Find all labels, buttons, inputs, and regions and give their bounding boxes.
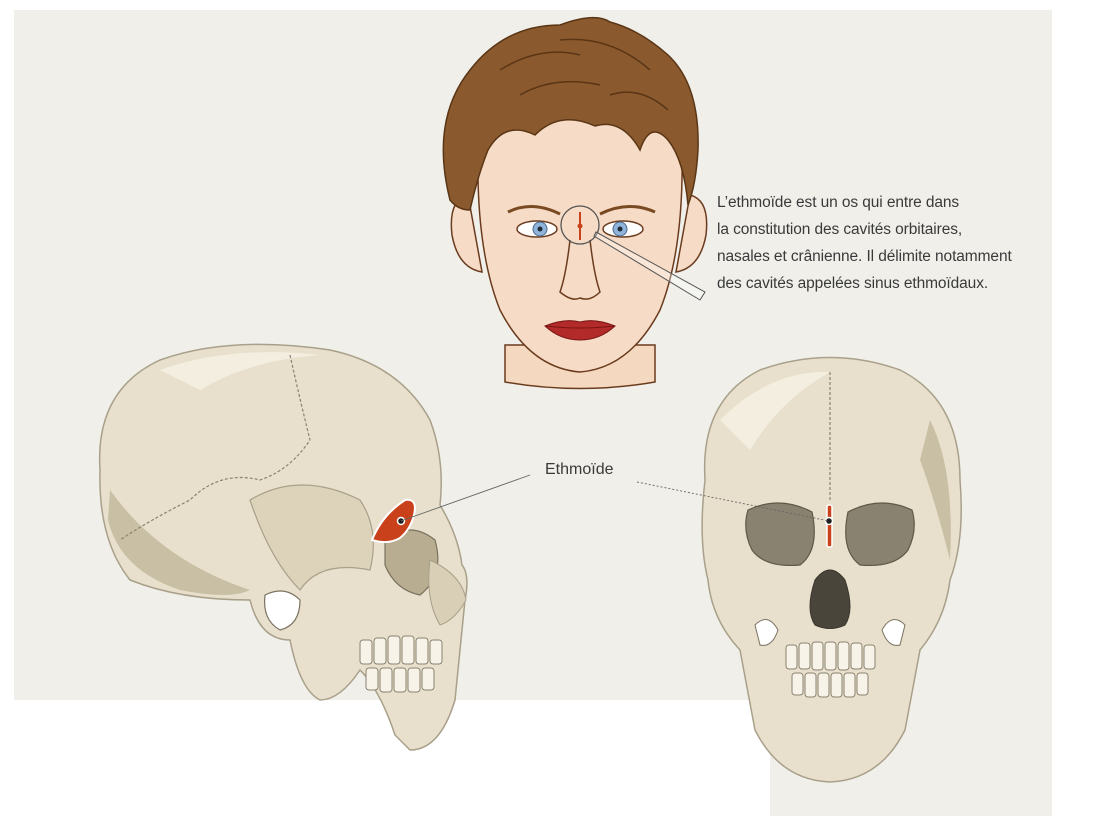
description-line: nasales et crânienne. Il délimite notamm…	[717, 243, 1107, 270]
description-line: des cavités appelées sinus ethmoïdaux.	[717, 270, 1107, 297]
description-line: la constitution des cavités orbitaires,	[717, 216, 1107, 243]
description-line: L’ethmoïde est un os qui entre dans	[717, 189, 1107, 216]
ethmoid-description: L’ethmoïde est un os qui entre dans la c…	[717, 189, 1107, 297]
ethmoid-frontal-highlight	[827, 505, 832, 547]
ethmoid-label: Ethmoïde	[545, 461, 613, 479]
